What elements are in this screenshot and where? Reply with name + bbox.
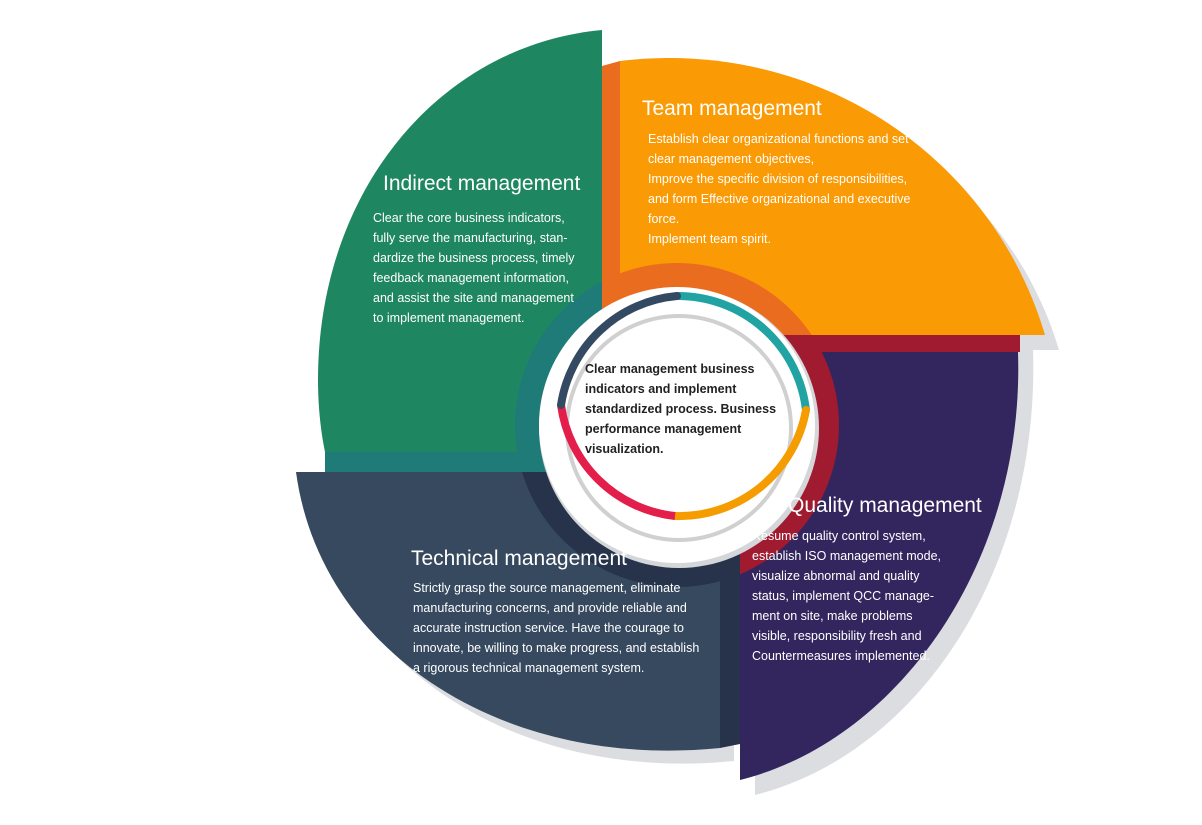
ring-arc-slate (557, 292, 681, 409)
technical-line: manufacturing concerns, and provide reli… (413, 601, 687, 615)
indirect-title: Indirect management (383, 172, 581, 195)
technical-line: accurate instruction service. Have the c… (413, 621, 684, 635)
team-line: clear management objectives, (648, 152, 815, 166)
team-body: Establish clear organizational functions… (648, 129, 910, 249)
ring-arc-orange (671, 406, 810, 521)
technical-line: innovate, be willing to make progress, a… (413, 641, 700, 655)
team-line: Improve the specific division of respons… (648, 172, 908, 186)
technical-title: Technical management (411, 547, 627, 570)
center-line: indicators and implement (585, 382, 737, 396)
indirect-line: Clear the core business indicators, (373, 211, 565, 225)
quality-line: establish ISO management mode, (752, 549, 941, 563)
team-line: force. (648, 212, 680, 226)
team-line: Establish clear organizational functions… (648, 132, 909, 146)
center-line: performance management (585, 422, 742, 436)
quality-line: visible, responsibility fresh and (752, 629, 922, 643)
indirect-line: to implement management. (373, 311, 525, 325)
ring-arc-red (557, 404, 676, 520)
quality-line: Resume quality control system, (752, 529, 926, 543)
quality-line: ment on site, make problems (752, 609, 913, 623)
quality-line: Countermeasures implemented. (752, 649, 930, 663)
center-line: visualization. (585, 442, 664, 456)
quality-body: Resume quality control system, establish… (752, 526, 941, 666)
ring-arc-teal (673, 291, 810, 414)
team-title: Team management (642, 97, 822, 120)
indirect-line: feedback management information, (373, 271, 569, 285)
indirect-line: fully serve the manufacturing, stan- (373, 231, 568, 245)
quality-title: Quality management (788, 494, 982, 517)
quality-line: status, implement QCC manage- (752, 589, 935, 603)
center-line: standardized process. Business (585, 402, 777, 416)
indirect-body: Clear the core business indicators, full… (373, 208, 574, 328)
technical-line: Strictly grasp the source management, el… (413, 581, 681, 595)
center-text: Clear management business indicators and… (585, 359, 776, 459)
team-line: and form Effective organizational and ex… (648, 192, 911, 206)
technical-body: Strictly grasp the source management, el… (413, 578, 699, 678)
center-line: Clear management business (585, 362, 755, 376)
indirect-line: dardize the business process, timely (373, 251, 575, 265)
team-line: Implement team spirit. (648, 232, 771, 246)
technical-line: a rigorous technical management system. (413, 661, 645, 675)
indirect-line: and assist the site and management (373, 291, 574, 305)
quality-line: visualize abnormal and quality (752, 569, 920, 583)
